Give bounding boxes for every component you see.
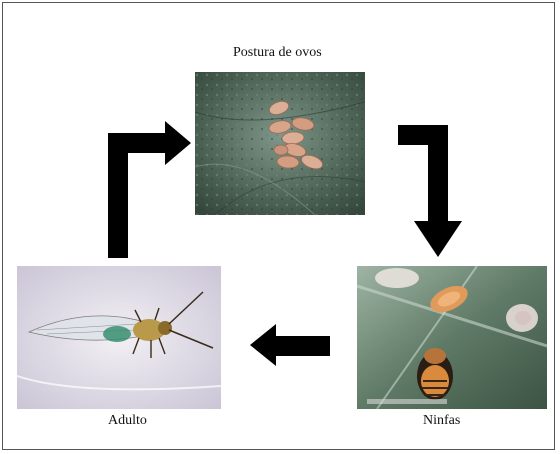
eggs-photo [195, 72, 365, 215]
lifecycle-diagram: Postura de ovos [2, 2, 555, 450]
nymphs-photo [357, 266, 547, 409]
nymphs-label: Ninfas [423, 413, 460, 429]
loop-arrow-up-right-icon [103, 121, 193, 258]
eggs-label: Postura de ovos [233, 45, 322, 61]
adult-photo [17, 266, 221, 409]
adult-label: Adulto [108, 413, 147, 429]
arrow-left-icon [250, 324, 330, 366]
arrow-right-down-icon [398, 121, 468, 259]
